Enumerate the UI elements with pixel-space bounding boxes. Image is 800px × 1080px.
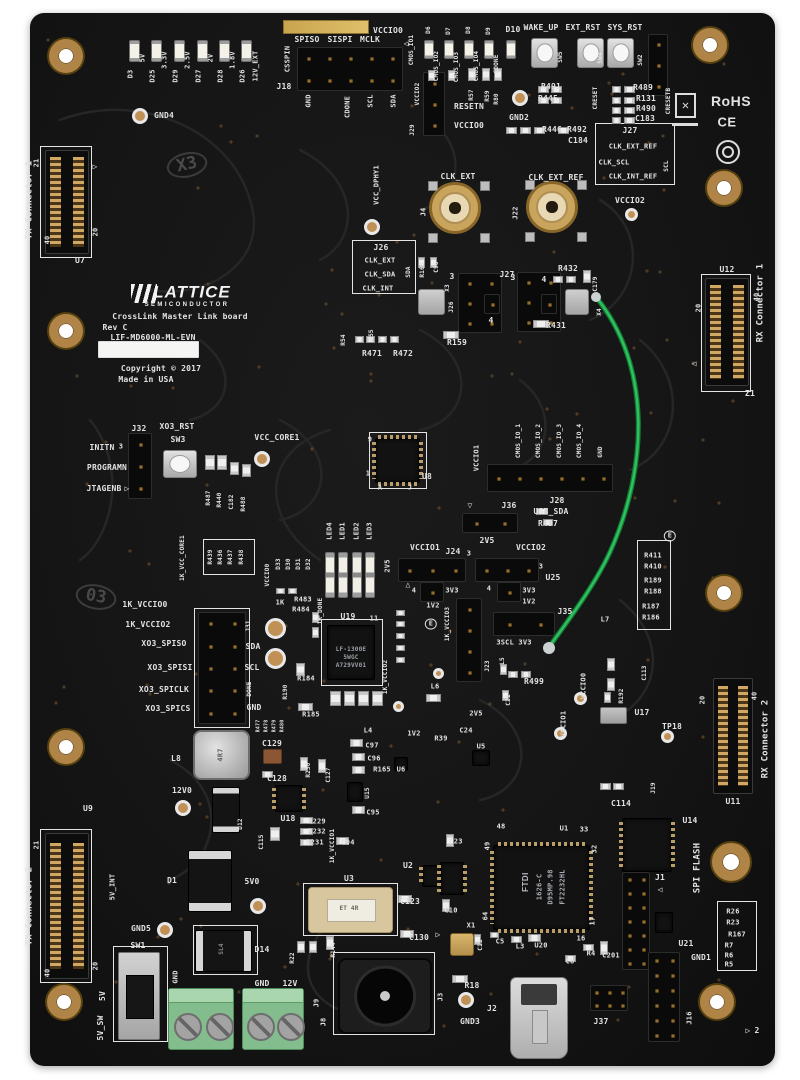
pcb-board xyxy=(30,13,775,1066)
